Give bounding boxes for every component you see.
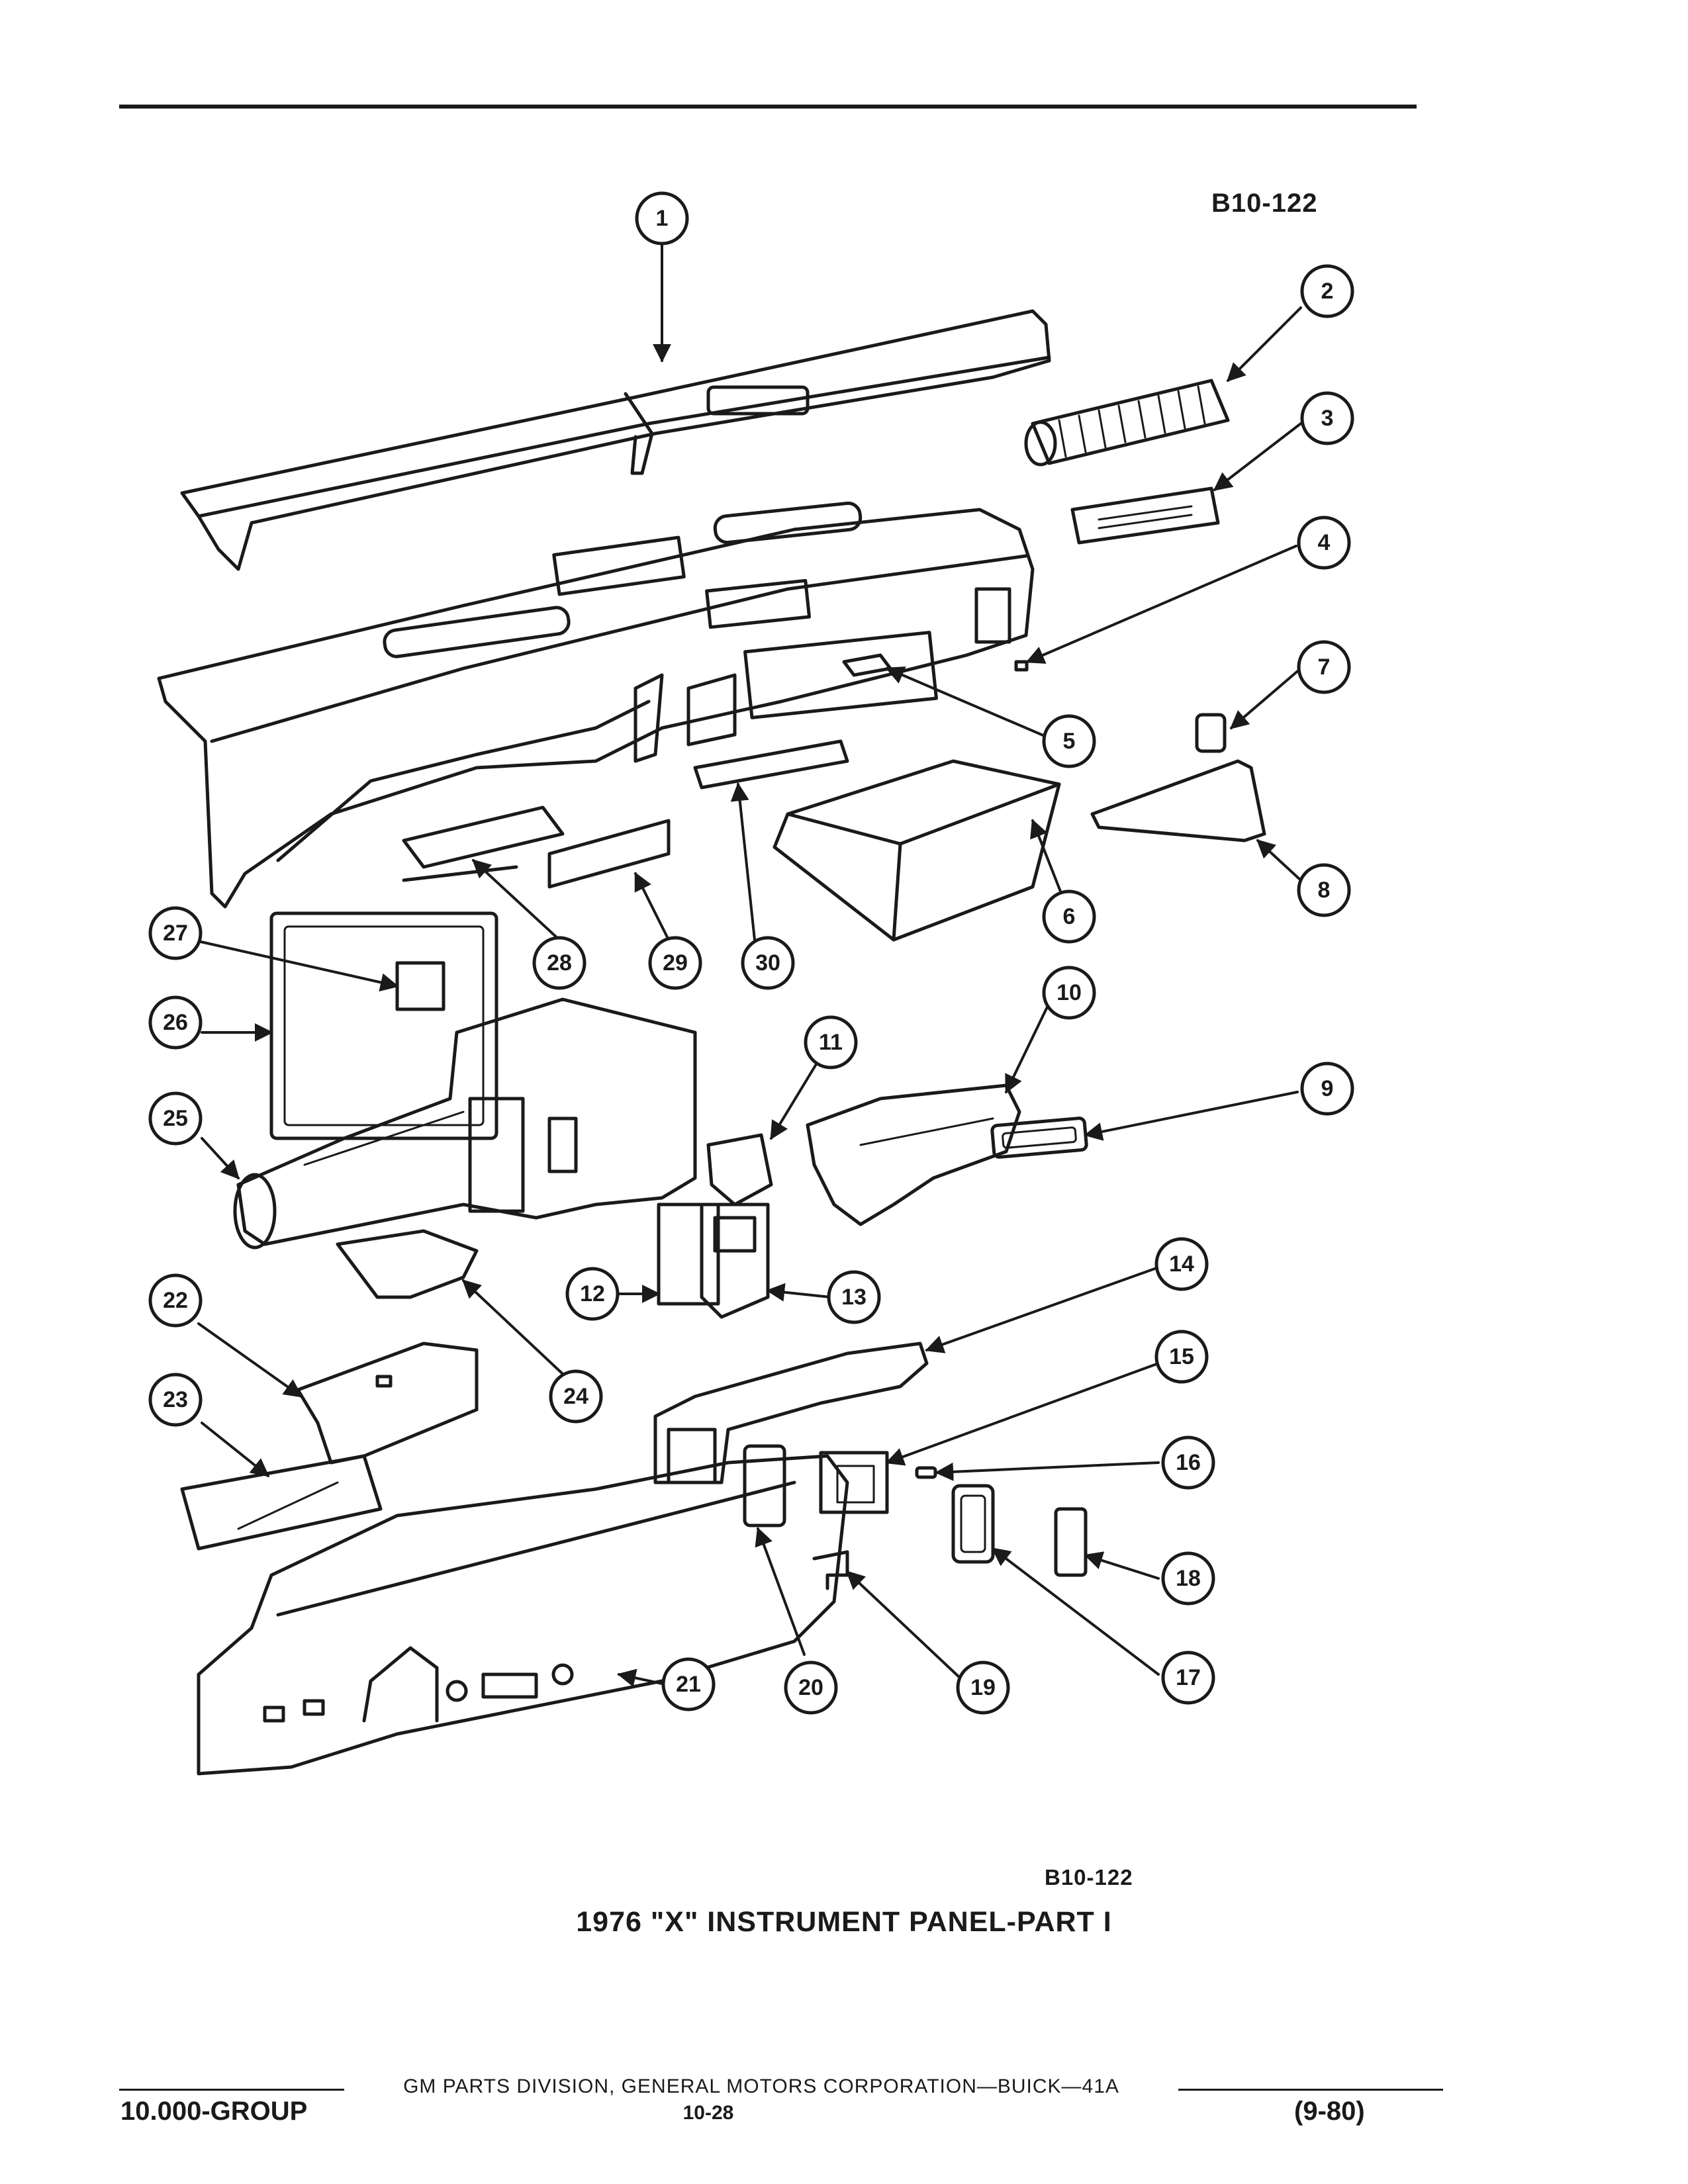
part-cluster-bezel	[197, 1454, 849, 1776]
figure-caption: 1976 "X" INSTRUMENT PANEL-PART I	[576, 1906, 1112, 1938]
part-switch-18	[1054, 1507, 1088, 1577]
callout-label: 7	[1318, 655, 1331, 680]
part-bezel-17	[951, 1484, 995, 1564]
callout-label: 30	[755, 950, 780, 976]
part-duct-12-13	[657, 1203, 770, 1319]
callout-label: 12	[580, 1281, 605, 1306]
callout-label: 18	[1176, 1566, 1201, 1591]
figure-id-top: B10-122	[1211, 189, 1318, 218]
callout-label: 26	[163, 1010, 188, 1035]
part-switch	[842, 653, 892, 677]
part-bracket-19	[812, 1550, 849, 1590]
footer-page-number: 10-28	[682, 2102, 734, 2124]
part-control-bracket	[296, 1342, 479, 1465]
callout-label: 6	[1063, 904, 1076, 929]
callout-label: 19	[970, 1675, 996, 1700]
callout-label: 9	[1321, 1076, 1334, 1101]
callout-label: 24	[563, 1384, 588, 1409]
part-glove-box	[773, 759, 1061, 942]
callout-label: 16	[1176, 1450, 1201, 1475]
part-seal-30	[693, 739, 849, 790]
part-adapter-11	[706, 1133, 773, 1206]
callout-label: 25	[163, 1106, 188, 1131]
callout-label: 15	[1169, 1344, 1194, 1369]
callout-label: 11	[819, 1030, 843, 1055]
part-flex-hose	[1024, 379, 1230, 467]
callout-label: 1	[656, 206, 669, 231]
part-heater-case	[233, 997, 697, 1250]
footer-publisher-line: GM PARTS DIVISION, GENERAL MOTORS CORPOR…	[403, 2075, 1119, 2097]
callout-label: 22	[163, 1288, 188, 1313]
callout-label: 5	[1063, 729, 1076, 754]
part-dash-carrier	[157, 501, 1035, 909]
part-small-bezel	[1195, 713, 1227, 753]
callout-label: 17	[1176, 1665, 1201, 1690]
callout-label: 23	[163, 1387, 188, 1412]
callout-label: 29	[663, 950, 688, 976]
part-defroster-duct	[653, 1342, 929, 1484]
part-duct-29	[547, 819, 671, 889]
part-strap	[1090, 759, 1266, 842]
footer-group: 10.000-GROUP	[120, 2097, 308, 2126]
part-cover-28	[402, 805, 565, 882]
callout-label: 27	[163, 921, 188, 946]
callout-label: 21	[676, 1672, 701, 1697]
part-control-24	[336, 1229, 479, 1299]
callout-label: 20	[798, 1675, 823, 1700]
callout-label: 8	[1318, 878, 1331, 903]
footer-revision: (9-80)	[1294, 2097, 1365, 2126]
part-duct-10	[806, 1083, 1021, 1226]
callout-label: 14	[1169, 1251, 1194, 1277]
part-clip-16	[915, 1466, 937, 1479]
part-outlet	[1070, 486, 1220, 545]
part-gasket-26	[269, 911, 498, 1140]
callout-label: 3	[1321, 406, 1334, 431]
part-block-27	[395, 961, 445, 1011]
part-lens	[180, 1454, 383, 1551]
footer-rule-gap	[344, 2075, 1178, 2102]
part-instrument-panel-pad	[180, 309, 1051, 571]
callout-label: 4	[1318, 530, 1331, 555]
part-outlet-15	[819, 1451, 889, 1514]
callout-label: 28	[547, 950, 572, 976]
callout-label: 2	[1321, 279, 1334, 304]
top-rule	[119, 105, 1417, 109]
part-clip	[1014, 660, 1029, 672]
figure-id-bottom: B10-122	[1045, 1865, 1133, 1889]
callout-label: 10	[1056, 980, 1082, 1005]
callout-label: 13	[841, 1285, 867, 1310]
